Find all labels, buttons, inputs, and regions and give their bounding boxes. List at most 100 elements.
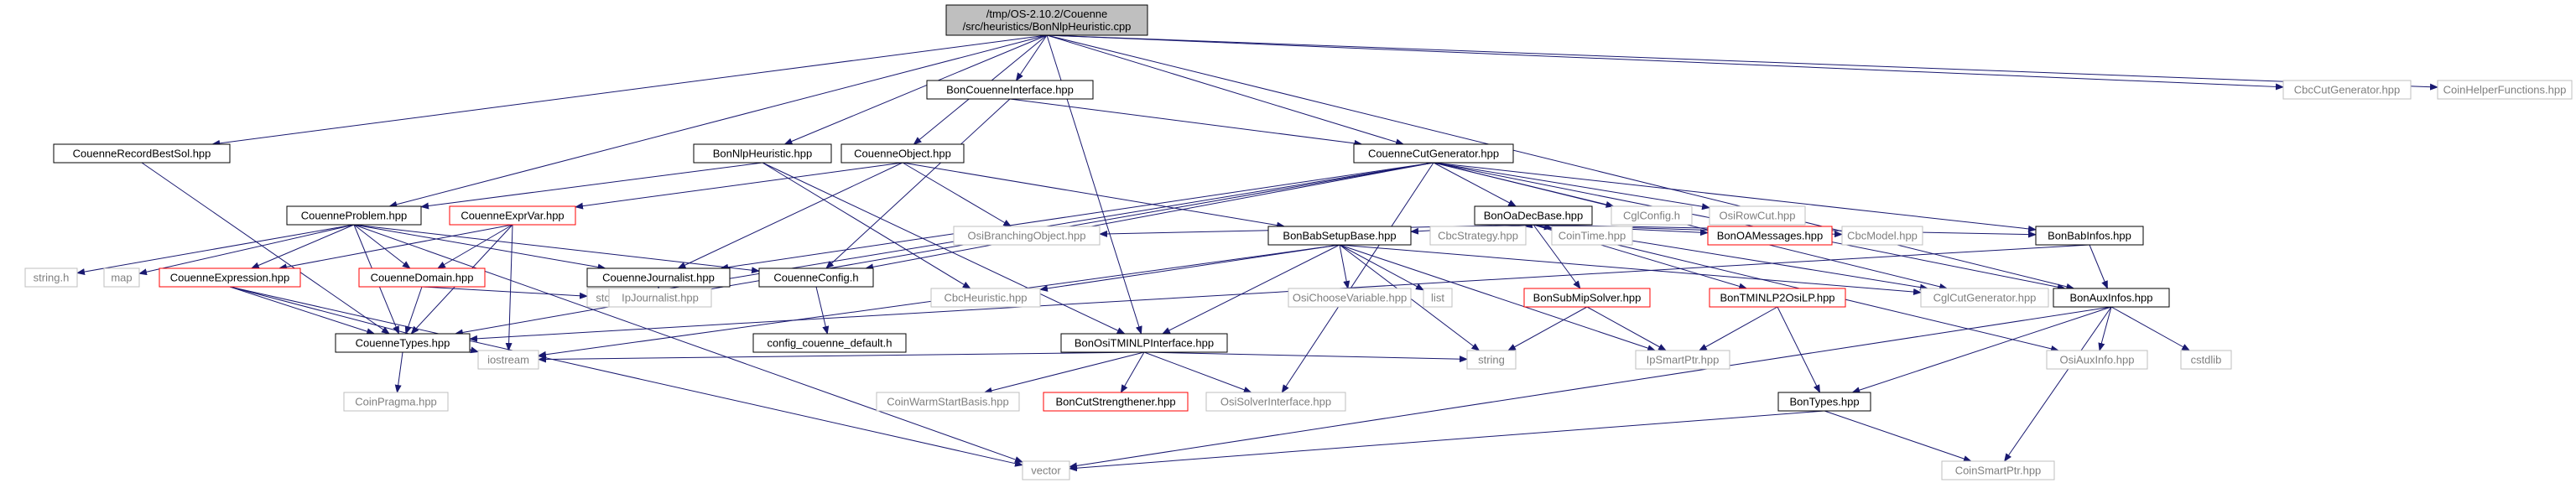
edge-bonbabsetupbase-to-list	[1339, 244, 1424, 291]
node-cglconfig[interactable]: CglConfig.h	[1611, 205, 1693, 226]
node-couenneproblem[interactable]: CouenneProblem.hpp	[286, 205, 422, 226]
node-bonbabsetupbase[interactable]: BonBabSetupBase.hpp	[1267, 226, 1412, 246]
edge-bonauxinfos-to-bontypes	[1851, 306, 2112, 393]
node-couenneexprvar[interactable]: CouenneExprVar.hpp	[449, 205, 576, 226]
node-label: CoinPragma.hpp	[355, 396, 437, 408]
node-box	[2180, 350, 2232, 370]
node-cbccutgenerator[interactable]: CbcCutGenerator.hpp	[2282, 80, 2412, 100]
node-ioststream[interactable]: iostream	[477, 350, 539, 370]
node-cglcutgenerator[interactable]: CglCutGenerator.hpp	[1920, 288, 2049, 308]
edge-bonbabinfos-to-couennetypes	[469, 244, 2090, 342]
node-ipjournalist[interactable]: IpJournalist.hpp	[608, 288, 712, 308]
node-string[interactable]: string	[1466, 350, 1517, 370]
node-cbcstrategy[interactable]: CbcStrategy.hpp	[1429, 226, 1527, 246]
node-label: BonTypes.hpp	[1789, 396, 1859, 408]
node-ipsmartptr[interactable]: IpSmartPtr.hpp	[1635, 350, 1730, 370]
node-label: CouenneObject.hpp	[854, 148, 951, 160]
node-label: IpJournalist.hpp	[622, 292, 699, 304]
edge-couenneexpression-to-couennetypes	[229, 286, 376, 335]
node-bonnlpheuristic[interactable]: BonNlpHeuristic.hpp	[693, 143, 832, 164]
node-label: /tmp/OS-2.10.2/Couenne	[986, 8, 1108, 20]
node-box	[876, 392, 1020, 412]
edge-root-to-bonncouenneinterface	[1015, 34, 1048, 81]
node-bonoadecbase[interactable]: BonOaDecBase.hpp	[1474, 205, 1593, 226]
edge-bonbabsetupbase-to-bonositminlp	[1162, 244, 1340, 335]
node-bonncouenneinterface[interactable]: BonCouenneInterface.hpp	[926, 80, 1094, 100]
node-boncutstrengthener[interactable]: BonCutStrengthener.hpp	[1043, 392, 1189, 412]
node-couenneobject[interactable]: CouenneObject.hpp	[840, 143, 965, 164]
node-cbcheuristic[interactable]: CbcHeuristic.hpp	[930, 288, 1041, 308]
edge-couennecutgenerator-to-osirowcut	[1433, 162, 1710, 210]
node-osirowcut[interactable]: OsiRowCut.hpp	[1709, 205, 1806, 226]
node-couennetypes[interactable]: CouenneTypes.hpp	[335, 333, 471, 353]
edge-root-to-cbccutgenerator	[1046, 34, 2284, 91]
node-bonbabinfos[interactable]: BonBabInfos.hpp	[2035, 226, 2144, 246]
node-box	[1523, 288, 1651, 308]
edge-couenneproblem-to-vector	[353, 224, 1023, 463]
node-box	[1429, 226, 1527, 246]
node-couennejournalist[interactable]: CouenneJournalist.hpp	[586, 267, 731, 288]
node-list[interactable]: list	[1423, 288, 1453, 308]
node-map[interactable]: map	[103, 267, 140, 288]
node-bonoamessages[interactable]: BonOAMessages.hpp	[1707, 226, 1833, 246]
edge-root-to-coinhelperfunctions	[1046, 34, 2438, 91]
node-label: CbcStrategy.hpp	[1438, 230, 1518, 242]
node-coinwarmstartbasis[interactable]: CoinWarmStartBasis.hpp	[876, 392, 1020, 412]
node-label: OsiChooseVariable.hpp	[1293, 292, 1407, 304]
node-configdefault[interactable]: config_couenne_default.h	[752, 333, 907, 353]
node-box	[477, 350, 539, 370]
node-recordbestsol[interactable]: CouenneRecordBestSol.hpp	[53, 143, 231, 164]
edge-bonbabinfos-to-bonauxinfos	[2089, 244, 2108, 289]
node-bonositminlp[interactable]: BonOsiTMINLPInterface.hpp	[1060, 333, 1228, 353]
node-couennedomain[interactable]: CouenneDomain.hpp	[358, 267, 486, 288]
edge-bontminlp2osilp-to-ipsmartptr	[1698, 306, 1778, 351]
node-box	[103, 267, 140, 288]
node-stringh[interactable]: string.h	[24, 267, 78, 288]
node-couenneconfig[interactable]: CouenneConfig.h	[758, 267, 874, 288]
node-label: vector	[1031, 465, 1061, 477]
node-couenneexpression[interactable]: CouenneExpression.hpp	[159, 267, 301, 288]
node-label: CouenneConfig.h	[773, 272, 858, 284]
node-box	[1423, 288, 1453, 308]
node-box	[1205, 392, 1346, 412]
edge-bonauxinfos-to-osiauxinfo	[2098, 306, 2112, 351]
node-couennecutgenerator[interactable]: CouenneCutGenerator.hpp	[1353, 143, 1514, 164]
edge-bontypes-to-vector	[1069, 410, 1825, 472]
node-box	[1551, 226, 1633, 246]
node-cointime[interactable]: CoinTime.hpp	[1551, 226, 1633, 246]
node-box	[335, 333, 471, 353]
node-bonsubmipsolver[interactable]: BonSubMipSolver.hpp	[1523, 288, 1651, 308]
node-label: CouenneExpression.hpp	[170, 272, 289, 284]
node-label: list	[1431, 292, 1444, 304]
node-label: BonBabInfos.hpp	[2048, 230, 2131, 242]
edge-couennedomain-to-stdlibh	[421, 286, 588, 299]
node-osisolverinterface[interactable]: OsiSolverInterface.hpp	[1205, 392, 1346, 412]
node-bontypes[interactable]: BonTypes.hpp	[1777, 392, 1871, 412]
node-label: OsiSolverInterface.hpp	[1220, 396, 1331, 408]
node-box	[1920, 288, 2049, 308]
edge-couennecutgenerator-to-couenneconfig	[865, 162, 1434, 271]
node-label: CoinWarmStartBasis.hpp	[887, 396, 1008, 408]
node-bonauxinfos[interactable]: BonAuxInfos.hpp	[2053, 288, 2170, 308]
node-box	[1466, 350, 1517, 370]
node-label: BonCutStrengthener.hpp	[1055, 396, 1175, 408]
node-osichoosevariable[interactable]: OsiChooseVariable.hpp	[1288, 288, 1412, 308]
node-label: string	[1478, 354, 1505, 366]
node-osibranchingobject[interactable]: OsiBranchingObject.hpp	[953, 226, 1101, 246]
node-osiauxinfo[interactable]: OsiAuxInfo.hpp	[2046, 350, 2148, 370]
node-cstdlib[interactable]: cstdlib	[2180, 350, 2232, 370]
node-coinpragma[interactable]: CoinPragma.hpp	[343, 392, 449, 412]
node-coinhelperfunctions[interactable]: CoinHelperFunctions.hpp	[2437, 80, 2573, 100]
node-label: CouenneCutGenerator.hpp	[1368, 148, 1499, 160]
node-box	[1777, 392, 1871, 412]
edge-bonbabsetupbase-to-cbcheuristic	[1039, 244, 1340, 292]
node-box	[945, 4, 1148, 36]
node-label: CouenneJournalist.hpp	[602, 272, 715, 284]
node-cbcmodel[interactable]: CbcModel.hpp	[1841, 226, 1923, 246]
node-label: BonOaDecBase.hpp	[1484, 210, 1584, 222]
node-vector[interactable]: vector	[1022, 460, 1070, 480]
node-coinsmartptr[interactable]: CoinSmartPtr.hpp	[1941, 460, 2055, 480]
edge-bonositminlp-to-boncutstrengthener	[1120, 351, 1145, 393]
node-box	[1288, 288, 1412, 308]
node-bontminlp2osilp[interactable]: BonTMINLP2OsiLP.hpp	[1709, 288, 1846, 308]
